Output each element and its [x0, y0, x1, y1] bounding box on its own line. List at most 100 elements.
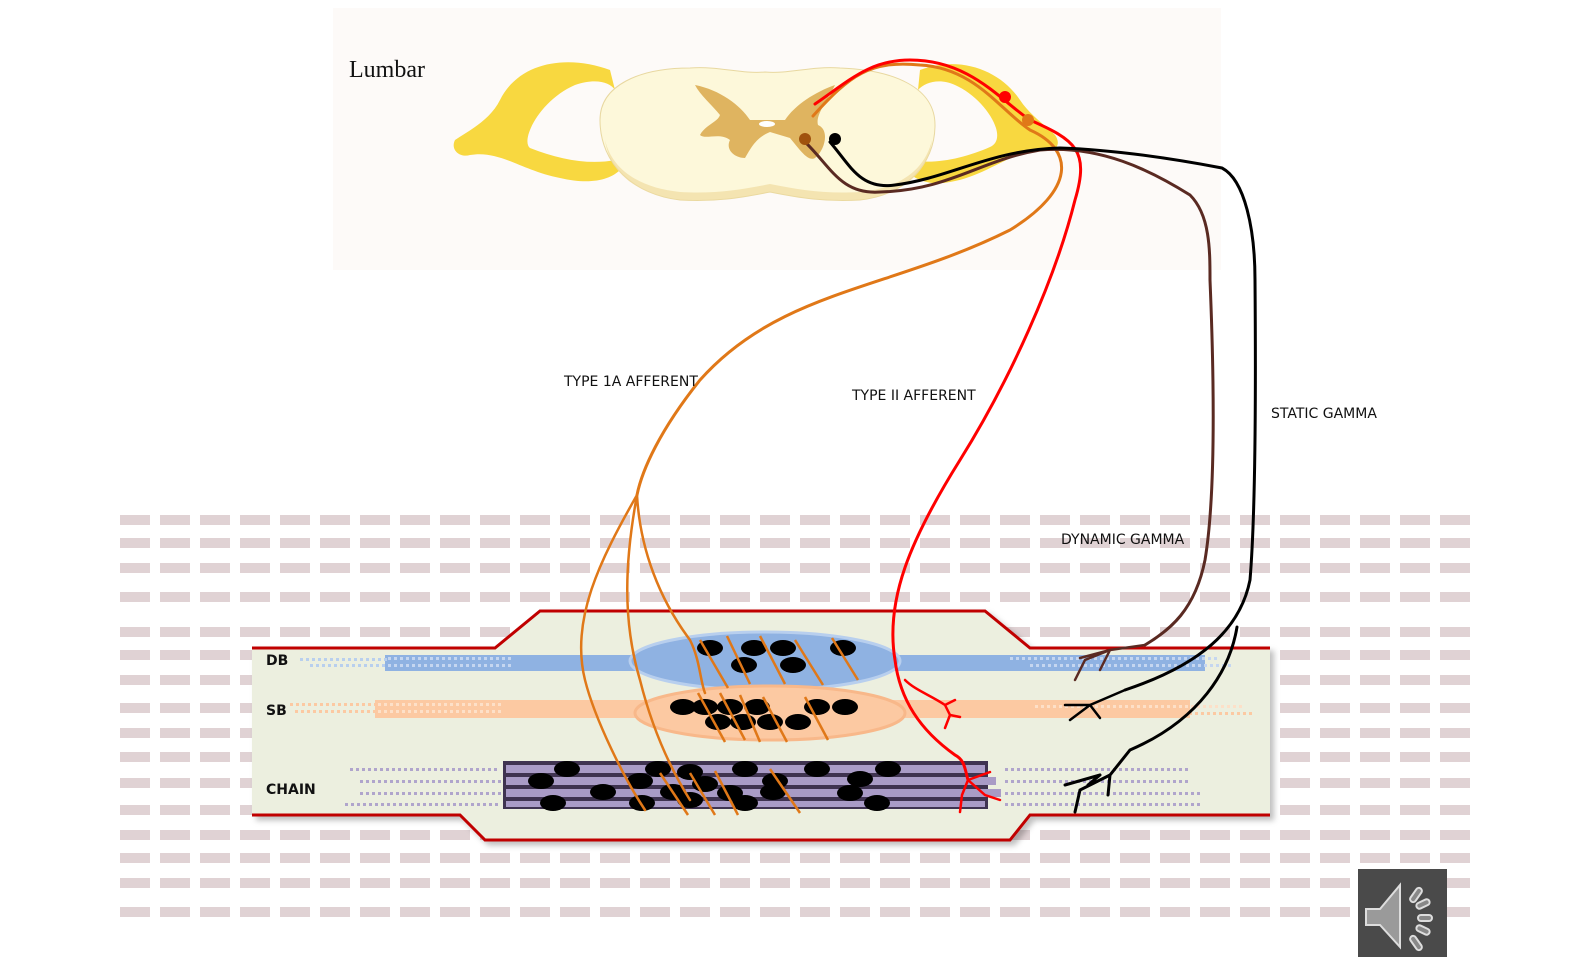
striation-dot	[1173, 792, 1176, 795]
background-dash	[1280, 650, 1310, 660]
striation-dot	[476, 768, 479, 771]
background-dash	[360, 830, 390, 840]
nucleus	[804, 699, 830, 715]
striation-dot	[432, 780, 435, 783]
striation-dot	[486, 703, 489, 706]
background-dash	[1000, 627, 1030, 637]
striation-dot	[1029, 768, 1032, 771]
background-dash	[240, 515, 270, 525]
striation-dot	[402, 792, 405, 795]
striation-dot	[356, 703, 359, 706]
striation-dot	[1023, 768, 1026, 771]
background-dash	[960, 515, 990, 525]
striation-dot	[307, 710, 310, 713]
background-dash	[1320, 728, 1350, 738]
background-dash	[160, 805, 190, 815]
striation-dot	[390, 703, 393, 706]
striation-dot	[402, 710, 405, 713]
striation-dot	[1053, 803, 1056, 806]
striation-dot	[1101, 768, 1104, 771]
background-dash	[400, 853, 430, 863]
striation-dot	[1195, 712, 1198, 715]
background-dash	[1400, 830, 1430, 840]
background-dash	[1280, 675, 1310, 685]
striation-dot	[408, 703, 411, 706]
background-dash	[1440, 728, 1470, 738]
striation-dot	[376, 664, 379, 667]
striation-dot	[1113, 792, 1116, 795]
background-dash	[560, 878, 590, 888]
striation-dot	[1179, 705, 1182, 708]
striation-dot	[399, 803, 402, 806]
background-dash	[720, 515, 750, 525]
striation-dot	[384, 780, 387, 783]
background-dash	[360, 853, 390, 863]
striation-dot	[1051, 712, 1054, 715]
striation-dot	[1207, 712, 1210, 715]
striation-dot	[364, 664, 367, 667]
background-dash	[800, 538, 830, 548]
striation-dot	[420, 792, 423, 795]
striation-dot	[408, 780, 411, 783]
background-dash	[400, 627, 430, 637]
striation-dot	[400, 657, 403, 660]
striation-dot	[1057, 712, 1060, 715]
striation-dot	[1153, 712, 1156, 715]
background-dash	[1120, 830, 1150, 840]
striation-dot	[1005, 768, 1008, 771]
striation-dot	[1155, 792, 1158, 795]
audio-play-button[interactable]	[1358, 869, 1447, 957]
striation-dot	[1173, 803, 1176, 806]
striation-dot	[394, 657, 397, 660]
striation-dot	[1042, 664, 1045, 667]
striation-dot	[1119, 705, 1122, 708]
striation-dot	[360, 780, 363, 783]
striation-dot	[396, 780, 399, 783]
background-dash	[760, 853, 790, 863]
background-dash	[160, 592, 190, 602]
striation-dot	[325, 710, 328, 713]
chain-fiber-striations	[345, 768, 1200, 806]
striation-dot	[450, 792, 453, 795]
striation-dot	[466, 657, 469, 660]
chain-strand	[506, 789, 1001, 797]
background-dash	[440, 830, 470, 840]
striation-dot	[406, 664, 409, 667]
background-dash	[1160, 853, 1190, 863]
striation-dot	[1101, 792, 1104, 795]
background-dash	[1320, 907, 1350, 917]
striation-dot	[444, 710, 447, 713]
background-dash	[800, 853, 830, 863]
static-gamma-fiber	[828, 140, 1257, 692]
striation-dot	[373, 710, 376, 713]
striation-dot	[1047, 792, 1050, 795]
striation-dot	[1131, 705, 1134, 708]
background-dash	[120, 830, 150, 840]
central-canal	[759, 121, 775, 127]
background-dash	[1400, 592, 1430, 602]
striation-dot	[1041, 803, 1044, 806]
background-dash	[640, 853, 670, 863]
background-dash	[520, 853, 550, 863]
striation-dot	[1185, 705, 1188, 708]
striation-dot	[1249, 712, 1252, 715]
background-dash	[1320, 805, 1350, 815]
striation-dot	[306, 658, 309, 661]
background-dash	[1200, 515, 1230, 525]
striation-dot	[474, 792, 477, 795]
striation-dot	[1165, 712, 1168, 715]
spinal-cord-base	[605, 140, 932, 201]
background-dash	[600, 515, 630, 525]
background-dash	[1200, 907, 1230, 917]
striation-dot	[1040, 657, 1043, 660]
nucleus	[528, 773, 554, 789]
background-dash	[1120, 563, 1150, 573]
striation-dot	[460, 664, 463, 667]
striation-dot	[426, 792, 429, 795]
striation-dot	[1030, 664, 1033, 667]
striation-dot	[477, 803, 480, 806]
striation-dot	[392, 768, 395, 771]
background-dash	[480, 907, 510, 917]
striation-dot	[462, 792, 465, 795]
background-dash	[280, 853, 310, 863]
